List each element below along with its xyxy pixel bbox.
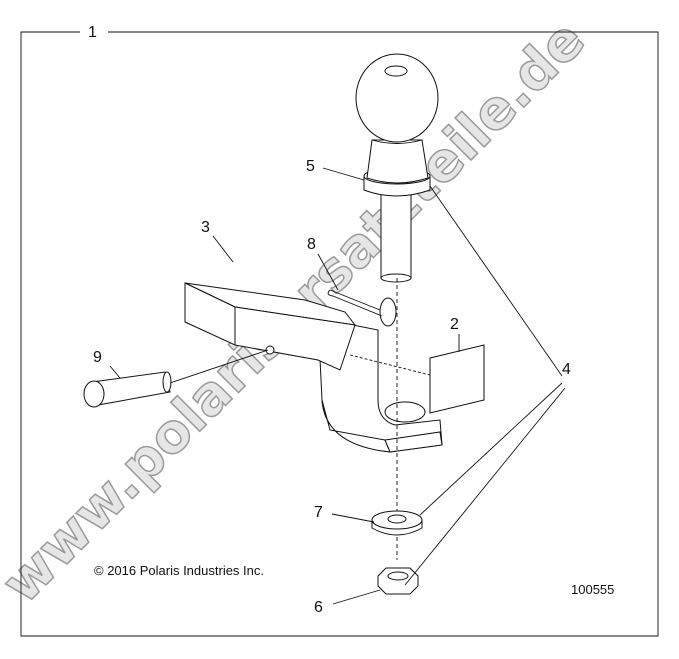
callout-9: 9 bbox=[93, 349, 102, 366]
callout-7: 7 bbox=[314, 504, 323, 521]
callout-4: 4 bbox=[562, 361, 571, 378]
assembly-frame bbox=[20, 31, 659, 637]
part-hitch-ball bbox=[355, 53, 439, 560]
callout-2: 2 bbox=[450, 316, 459, 333]
part-hitch-pin bbox=[83, 349, 269, 408]
callout-1: 1 bbox=[88, 24, 97, 41]
part-hitch-pin-clip bbox=[327, 289, 397, 327]
callout-6: 6 bbox=[314, 599, 323, 616]
part-washer bbox=[371, 510, 423, 536]
part-nut bbox=[377, 567, 419, 595]
callout-8: 8 bbox=[307, 236, 316, 253]
part-hitch-receiver bbox=[184, 282, 443, 453]
drawing-number: 100555 bbox=[571, 582, 614, 597]
part-decal bbox=[349, 344, 485, 414]
leader-lines bbox=[109, 167, 566, 605]
copyright-notice: © 2016 Polaris Industries Inc. bbox=[94, 563, 264, 578]
callout-3: 3 bbox=[201, 219, 210, 236]
callout-5: 5 bbox=[306, 158, 315, 175]
